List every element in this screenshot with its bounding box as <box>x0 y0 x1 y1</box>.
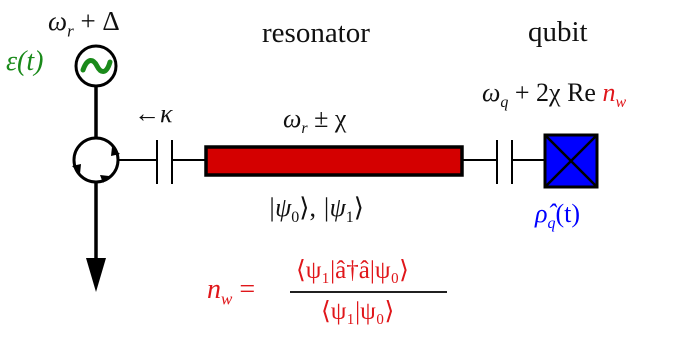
output-arrow-icon <box>86 258 106 292</box>
psi0: |ψ <box>268 193 292 222</box>
nw-formula-denominator: ⟨ψ₁|ψ₀⟩ <box>321 298 395 325</box>
resonator-body <box>204 145 464 177</box>
separator: ⟩, <box>299 193 323 222</box>
freq-rest: + Δ <box>73 6 120 36</box>
subscript: w <box>615 94 627 112</box>
kappa-label: ←κ <box>134 99 172 129</box>
nw-formula-lhs: nw = <box>207 274 255 310</box>
omega-symbol: ω <box>283 104 302 133</box>
subscript: 0 <box>291 209 300 227</box>
resonator-frequency-label: ωr ± χ <box>283 104 346 138</box>
drive-frequency-label: ωr + Δ <box>48 6 120 41</box>
subscript: q <box>547 215 556 233</box>
subscript: r <box>301 120 308 138</box>
resonator-title: resonator <box>262 17 370 49</box>
kappa-arrow-icon: ← <box>134 99 160 128</box>
circulator-icon <box>72 136 120 184</box>
omega-symbol: ω <box>48 6 68 36</box>
josephson-junction-icon <box>543 133 599 189</box>
kappa-symbol: κ <box>160 99 173 128</box>
drive-signal-label: ε(t) <box>6 46 44 77</box>
subscript: r <box>67 21 74 41</box>
time-arg: (t) <box>555 199 581 228</box>
nw-symbol: n <box>207 274 221 305</box>
capacitor-icon <box>496 140 513 184</box>
freq-rest: + 2χ Re <box>508 78 603 107</box>
subscript: w <box>221 289 233 309</box>
capacitor-icon <box>156 140 173 184</box>
omega-symbol: ω <box>482 78 501 107</box>
equals-sign: = <box>232 274 256 305</box>
qubit-frequency-label: ωq + 2χ Re nw <box>482 78 626 112</box>
resonator-states-label: |ψ0⟩, |ψ1⟩ <box>268 193 364 227</box>
subscript: 1 <box>345 209 354 227</box>
nw-symbol: n <box>602 78 616 107</box>
nw-formula-numerator: ⟨ψ₁|â†â|ψ₀⟩ <box>296 257 409 284</box>
qubit-title: qubit <box>528 16 588 48</box>
ac-source-icon <box>74 44 118 88</box>
psi1: |ψ <box>322 193 346 222</box>
freq-rest: ± χ <box>307 104 347 133</box>
qubit-state-label: ρ̂q(t) <box>535 199 580 233</box>
ket-close: ⟩ <box>353 193 364 222</box>
rho-symbol: ρ̂ <box>535 199 548 228</box>
subscript: q <box>500 94 509 112</box>
